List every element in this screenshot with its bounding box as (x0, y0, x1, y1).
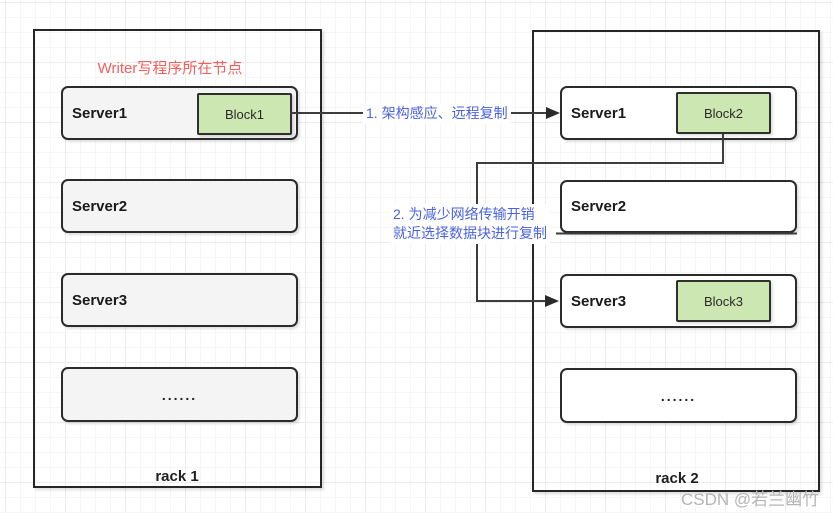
rack2-server2-name: Server2 (571, 198, 627, 215)
rack-1-container (33, 29, 322, 488)
rack2-more-servers-box: ...... (560, 368, 797, 423)
rack2-server3-name: Server3 (571, 292, 627, 310)
block-2: Block2 (676, 92, 771, 134)
block-1: Block1 (197, 93, 292, 135)
rack2-server2-box: Server2 (560, 180, 797, 233)
rack1-server3-name: Server3 (72, 291, 128, 309)
rack-1-label: rack 1 (155, 468, 199, 485)
block-1-label: Block1 (224, 106, 265, 122)
rack2-ellipsis-text: ...... (660, 387, 697, 404)
arrow-1-label: 1. 架构感应、远程复制 (363, 103, 511, 124)
rack1-server2-box: Server2 (61, 179, 298, 233)
block-3-label: Block3 (703, 293, 744, 309)
arrow-2-label-line2: 就近选择数据块进行复制 (393, 225, 547, 241)
rack1-ellipsis-text: ...... (161, 386, 198, 403)
block-2-label: Block2 (703, 105, 744, 121)
rack-2-label: rack 2 (655, 470, 699, 487)
rack1-server1-name: Server1 (72, 104, 128, 122)
arrow-2-label: 2. 为减少网络传输开销 就近选择数据块进行复制 (390, 204, 550, 244)
block-3: Block3 (676, 280, 771, 322)
rack1-server3-box: Server3 (61, 273, 298, 327)
csdn-watermark: CSDN @若兰幽竹 (681, 490, 820, 509)
arrow-2-label-line1: 2. 为减少网络传输开销 (393, 206, 535, 222)
rack1-more-servers-box: ...... (61, 367, 298, 422)
rack1-server2-name: Server2 (72, 197, 128, 215)
rack2-server1-name: Server1 (571, 104, 627, 122)
writer-node-annotation: Writer写程序所在节点 (97, 60, 243, 77)
